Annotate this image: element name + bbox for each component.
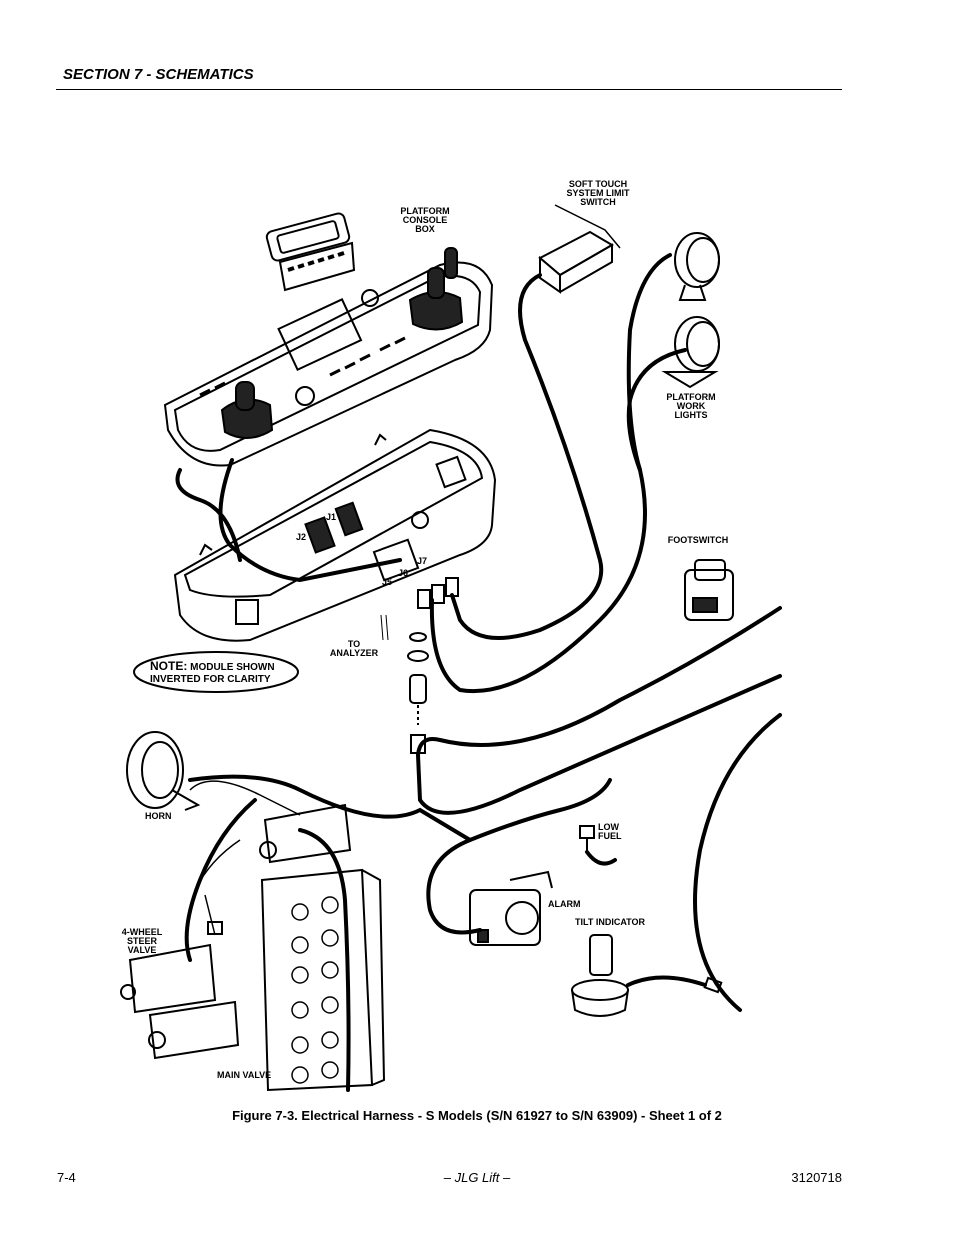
label-j7: J7: [417, 556, 428, 566]
footswitch: [684, 559, 734, 621]
page-number: 7-4: [57, 1170, 76, 1185]
header-rule: [56, 89, 842, 90]
display-module: [265, 212, 356, 292]
alarm: [469, 870, 553, 946]
label-j2: J2: [296, 532, 307, 542]
label-j1: J1: [326, 512, 337, 522]
label-footswitch: FOOTSWITCH: [667, 535, 729, 545]
note-prefix: NOTE:: [150, 659, 188, 673]
label-main-valve: MAIN VALVE: [217, 1070, 272, 1080]
main-valve: [259, 803, 386, 1092]
label-low-fuel: LOW FUEL: [598, 822, 622, 841]
section-title: SECTION 7 - SCHEMATICS: [63, 66, 254, 83]
label-work-lights: PLATFORM WORK LIGHTS: [666, 392, 716, 420]
low-fuel-sender: [579, 825, 595, 852]
label-j6: J6: [398, 568, 409, 578]
label-j5: J5: [382, 577, 393, 587]
doc-number: 3120718: [791, 1170, 842, 1185]
label-horn: HORN: [145, 811, 172, 821]
tilt-indicator: [571, 934, 723, 1017]
console-lid: [163, 247, 494, 467]
footer-publisher: – JLG Lift –: [443, 1170, 511, 1185]
note: NOTE: MODULE SHOWN INVERTED FOR CLARITY: [150, 660, 275, 686]
console-tray: [173, 428, 497, 642]
label-soft-touch-switch: SOFT TOUCH SYSTEM LIMIT SWITCH: [566, 179, 630, 207]
steer-valve: [120, 921, 240, 1060]
label-console-box: PLATFORM CONSOLE BOX: [400, 206, 450, 234]
horn: [126, 731, 201, 811]
note-line-1: MODULE SHOWN: [187, 662, 275, 673]
label-steer-valve: 4-WHEEL STEER VALVE: [121, 927, 163, 955]
note-line-2: INVERTED FOR CLARITY: [150, 674, 271, 685]
figure-caption: Figure 7-3. Electrical Harness - S Model…: [232, 1108, 722, 1123]
label-alarm: ALARM: [548, 899, 581, 909]
soft-touch-switch: [538, 204, 621, 294]
work-lights: [661, 232, 720, 389]
tray-connectors: [380, 577, 459, 754]
label-tilt-indicator: TILT INDICATOR: [575, 917, 645, 927]
label-to-analyzer: TO ANALYZER: [329, 639, 379, 658]
